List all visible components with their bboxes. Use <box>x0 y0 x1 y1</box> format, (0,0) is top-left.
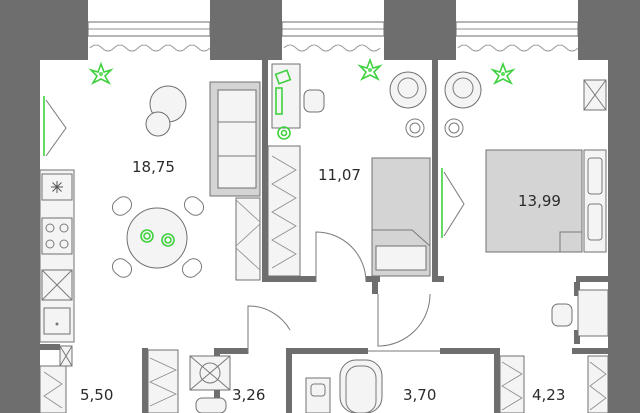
area-label-bedroom-2: 13,99 <box>518 192 561 210</box>
area-label-bedroom-1: 11,07 <box>318 166 361 184</box>
living-kitchen-room: 18,75 <box>39 61 261 343</box>
area-label-bathroom-2: 3,70 <box>403 386 436 404</box>
bathroom-2-room: 3,70 <box>305 359 436 413</box>
storage-room: 4,23 <box>499 289 609 413</box>
plant-icon <box>490 61 516 85</box>
area-label-bathroom-1: 3,26 <box>232 386 265 404</box>
hallway-room: 5,50 <box>39 345 179 413</box>
radiator-icon <box>441 168 465 238</box>
bedroom-1-room: 11,07 <box>267 57 431 277</box>
radiator-icon <box>43 96 67 157</box>
area-label-hallway: 5,50 <box>80 386 113 404</box>
plant-icon <box>88 61 114 85</box>
area-label-storage: 4,23 <box>532 386 565 404</box>
bathroom-1-room: 3,26 <box>189 355 265 413</box>
area-label-living-kitchen: 18,75 <box>132 158 175 176</box>
bedroom-2-room: 13,99 <box>441 61 607 253</box>
plant-icon <box>357 57 383 81</box>
snowflake-icon <box>51 181 63 193</box>
curtains <box>89 44 579 52</box>
doors <box>247 231 581 354</box>
